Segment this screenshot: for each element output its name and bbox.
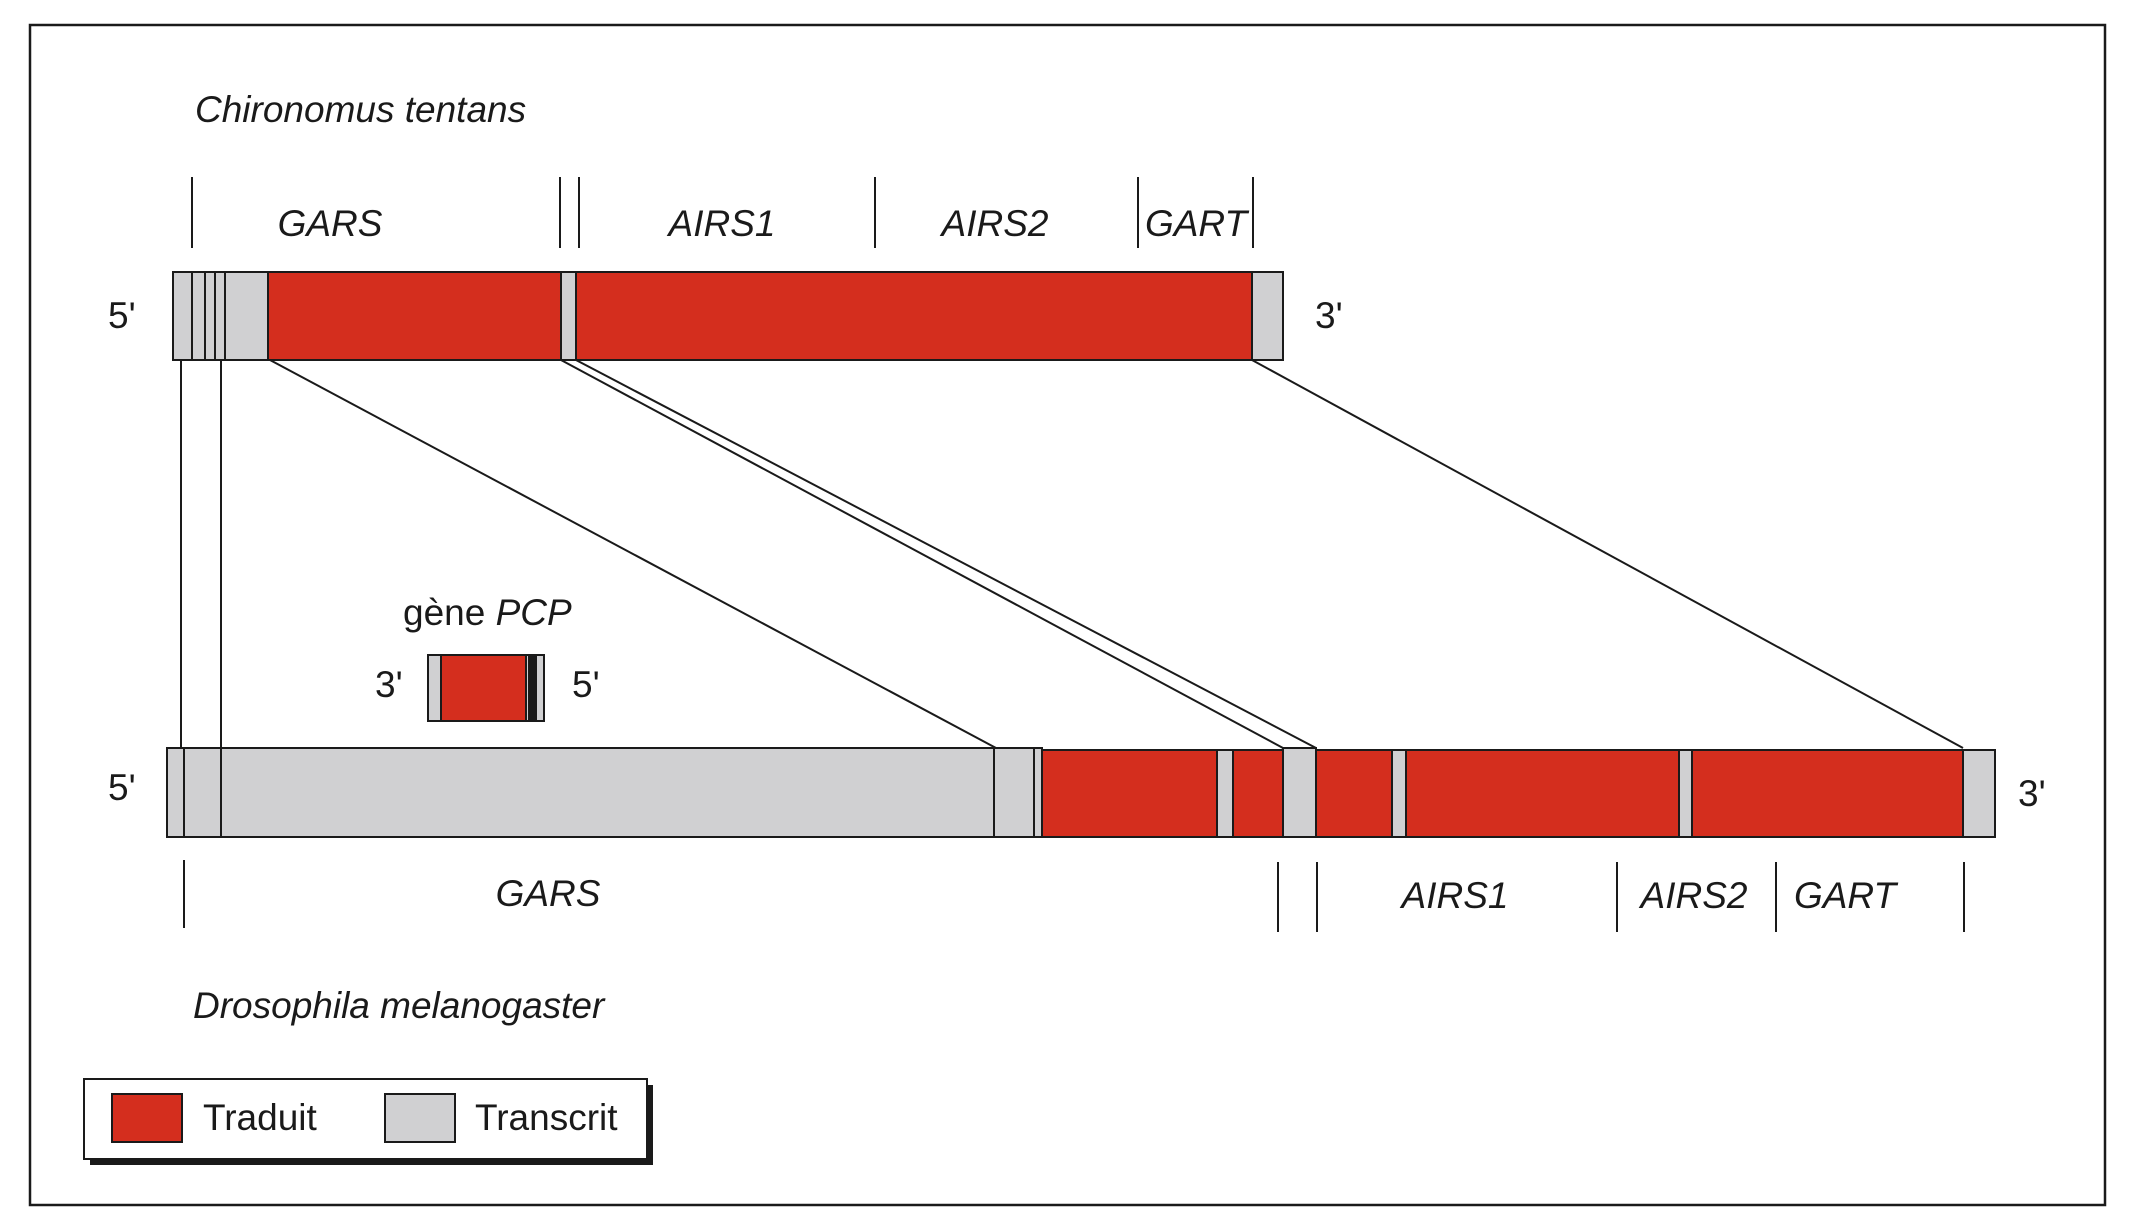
pcp-gene-label: gène PCP <box>403 592 572 633</box>
top-airs1-label: AIRS1 <box>667 203 776 244</box>
top-intron <box>560 271 577 361</box>
top-gene-bar <box>172 271 1284 361</box>
bottom-utr-3prime <box>1962 749 1996 838</box>
bottom-gars-label: GARS <box>496 873 601 914</box>
legend-label-translated: Traduit <box>203 1097 318 1138</box>
bottom-segment-dividers <box>183 860 1965 932</box>
bottom-five-prime: 5' <box>108 767 136 808</box>
top-three-prime: 3' <box>1315 295 1343 336</box>
bottom-airs1-label: AIRS1 <box>1400 875 1509 916</box>
legend-swatch-transcribed <box>384 1093 456 1143</box>
bottom-exon-5 <box>1691 749 1964 838</box>
top-five-prime: 5' <box>108 295 136 336</box>
bottom-airs2-label: AIRS2 <box>1639 875 1748 916</box>
species-label-bottom: Drosophila melanogaster <box>193 985 606 1026</box>
bottom-gene-bar <box>166 747 1996 838</box>
bottom-exon-1 <box>1041 749 1218 838</box>
pcp-three-prime: 3' <box>375 664 403 705</box>
top-segment-dividers <box>191 177 1254 248</box>
top-utr-5prime <box>172 271 269 361</box>
legend-swatch-translated <box>111 1093 183 1143</box>
bottom-exon-4 <box>1405 749 1680 838</box>
bottom-exon-3 <box>1315 749 1393 838</box>
top-utr-3prime <box>1251 271 1284 361</box>
homology-lines <box>180 359 1964 750</box>
top-gars-label: GARS <box>278 203 383 244</box>
bottom-intron-3 <box>1391 749 1407 838</box>
legend-label-transcribed: Transcrit <box>475 1097 618 1138</box>
bottom-utr-gars <box>166 747 1043 838</box>
bottom-intron-1 <box>1216 749 1234 838</box>
bottom-gart-label: GART <box>1794 875 1899 916</box>
species-label-top: Chironomus tentans <box>195 89 526 130</box>
bottom-intron-4 <box>1678 749 1693 838</box>
bottom-three-prime: 3' <box>2018 773 2046 814</box>
bottom-intron-2 <box>1282 747 1317 838</box>
top-exon-airs-gart <box>575 271 1253 361</box>
top-exon-gars <box>267 271 562 361</box>
figure-frame <box>28 23 2107 1207</box>
pcp-gene-bar <box>427 654 545 722</box>
legend: Traduit Transcrit <box>83 1078 653 1165</box>
pcp-five-prime: 5' <box>572 664 600 705</box>
top-gart-label: GART <box>1145 203 1250 244</box>
top-airs2-label: AIRS2 <box>940 203 1049 244</box>
bottom-exon-2 <box>1232 749 1284 838</box>
